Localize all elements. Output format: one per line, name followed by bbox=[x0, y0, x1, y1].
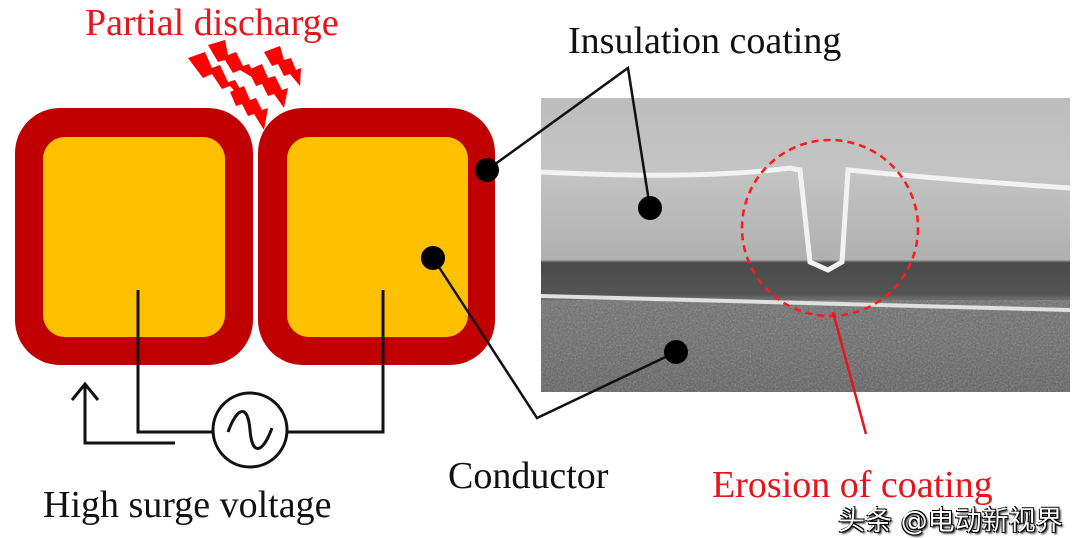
erosion-callout-line bbox=[831, 311, 868, 435]
marker-dots bbox=[421, 158, 688, 364]
partial-discharge-label: Partial discharge bbox=[85, 2, 339, 44]
lightning-icon bbox=[188, 40, 301, 130]
circuit bbox=[70, 290, 385, 469]
wire-right bbox=[258, 108, 495, 365]
erosion-circle bbox=[740, 138, 920, 318]
erosion-of-coating-label: Erosion of coating bbox=[712, 464, 993, 506]
watermark: 头条 @电动新视界 bbox=[838, 506, 1063, 537]
arrow-up-icon bbox=[83, 385, 175, 445]
wire-left bbox=[15, 108, 253, 365]
high-surge-voltage-label: High surge voltage bbox=[43, 484, 332, 526]
sem-photo bbox=[540, 98, 1071, 392]
conductor-label: Conductor bbox=[448, 455, 609, 497]
insulation-coating-label: Insulation coating bbox=[568, 20, 842, 62]
callout-lines bbox=[431, 65, 677, 420]
